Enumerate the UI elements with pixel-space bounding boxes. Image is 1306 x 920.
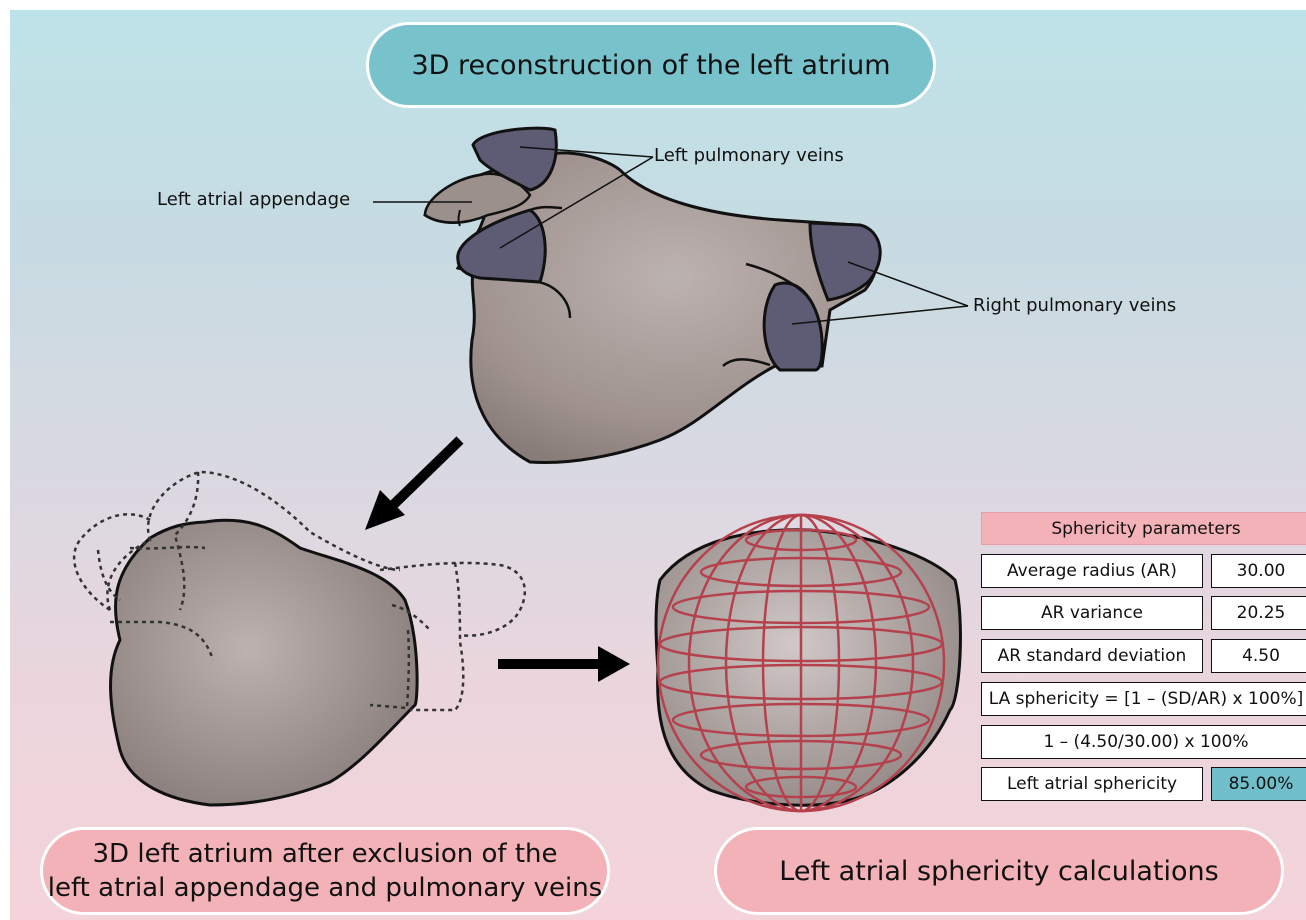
sphericity-sphere xyxy=(656,515,960,811)
table-row-label: AR standard deviation xyxy=(981,639,1203,673)
label-left-pulmonary-veins: Left pulmonary veins xyxy=(654,145,844,166)
table-row-label: Average radius (AR) xyxy=(981,554,1203,588)
caption-line-1: 3D left atrium after exclusion of the xyxy=(93,837,558,871)
left-atrium-3d-model xyxy=(425,128,880,462)
caption-line-2: left atrial appendage and pulmonary vein… xyxy=(48,871,602,905)
result-value: 85.00% xyxy=(1211,767,1306,801)
title-text: 3D reconstruction of the left atrium xyxy=(411,50,890,81)
label-right-pulmonary-veins: Right pulmonary veins xyxy=(973,295,1176,316)
caption-bottom-left: 3D left atrium after exclusion of the le… xyxy=(40,827,610,915)
left-atrium-after-exclusion xyxy=(74,472,525,805)
diagram-canvas: 3D reconstruction of the left atrium Lef… xyxy=(10,10,1306,920)
table-header: Sphericity parameters xyxy=(981,512,1306,545)
arrow-right xyxy=(498,646,630,682)
caption-bottom-right: Left atrial sphericity calculations xyxy=(714,827,1284,915)
result-label: Left atrial sphericity xyxy=(981,767,1203,801)
arrow-down-left xyxy=(365,440,460,530)
table-row-value: 20.25 xyxy=(1211,596,1306,630)
table-row-value: 30.00 xyxy=(1211,554,1306,588)
title-banner: 3D reconstruction of the left atrium xyxy=(366,22,936,108)
table-row-value: 4.50 xyxy=(1211,639,1306,673)
label-left-atrial-appendage: Left atrial appendage xyxy=(157,189,350,210)
table-row-label: AR variance xyxy=(981,596,1203,630)
caption-text: Left atrial sphericity calculations xyxy=(779,856,1218,887)
sphericity-formula: LA sphericity = [1 – (SD/AR) x 100%] xyxy=(981,682,1306,716)
sphericity-calculation: 1 – (4.50/30.00) x 100% xyxy=(981,725,1306,759)
